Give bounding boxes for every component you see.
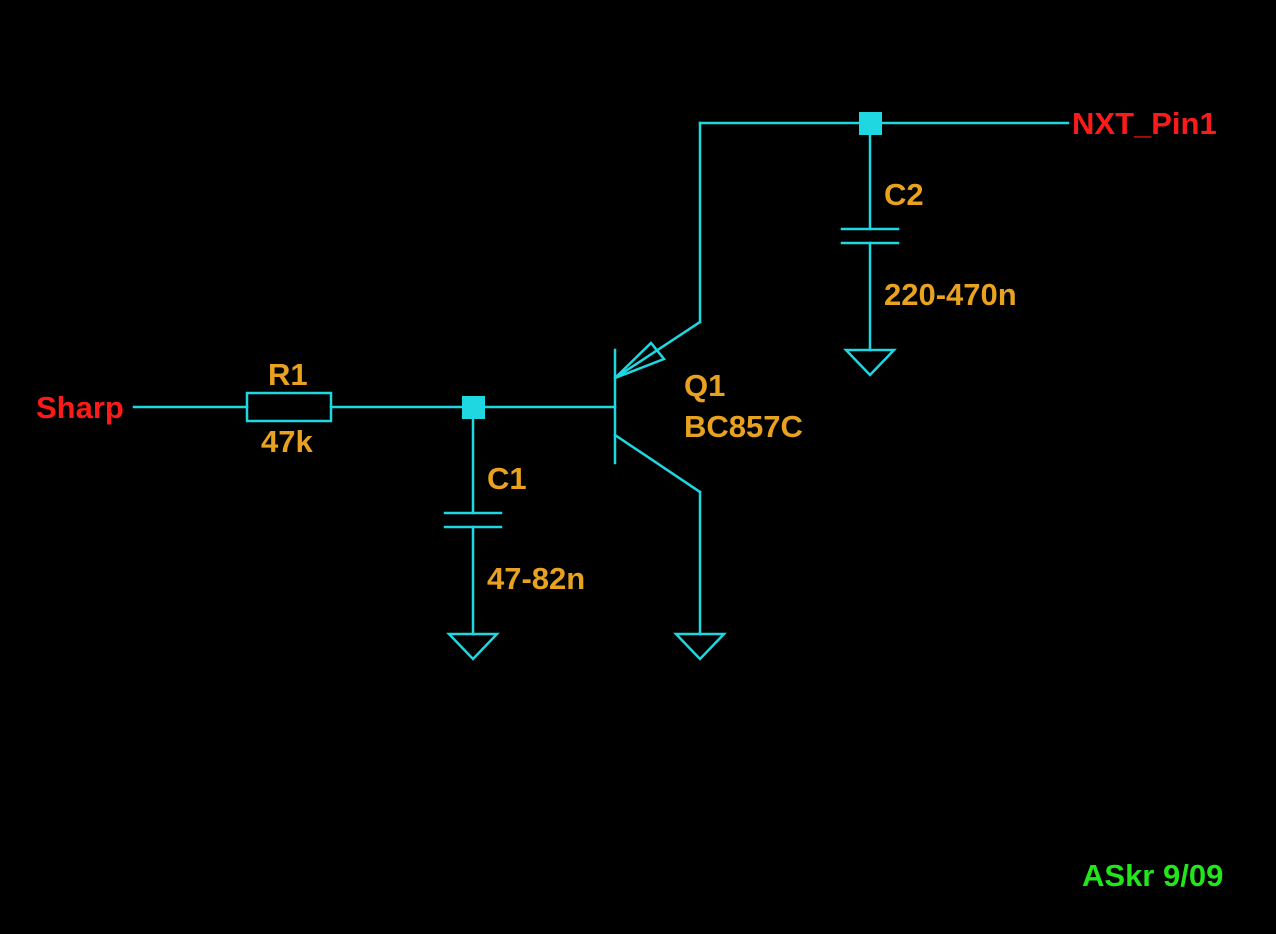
r1-value-label: 47k [261,424,313,459]
r1-ref-label: R1 [268,357,308,392]
capacitor-c1 [443,405,503,636]
net-label-output: NXT_Pin1 [1072,106,1217,141]
c2-ref-label: C2 [884,177,924,212]
c1-value-label: 47-82n [487,561,586,596]
q1-ref-label: Q1 [684,368,726,403]
c1-ref-label: C1 [487,461,527,496]
c2-value-label: 220-470n [884,277,1017,312]
transistor-q1 [613,320,702,494]
ground-symbol-q1 [673,632,727,661]
capacitor-c2 [840,121,900,352]
ground-symbol-c1 [446,632,500,661]
net-label-input: Sharp [36,390,124,425]
ground-symbol-c2 [843,348,897,377]
resistor-r1 [245,391,333,423]
q1-value-label: BC857C [684,409,803,444]
signature-label: ASkr 9/09 [1082,858,1224,893]
